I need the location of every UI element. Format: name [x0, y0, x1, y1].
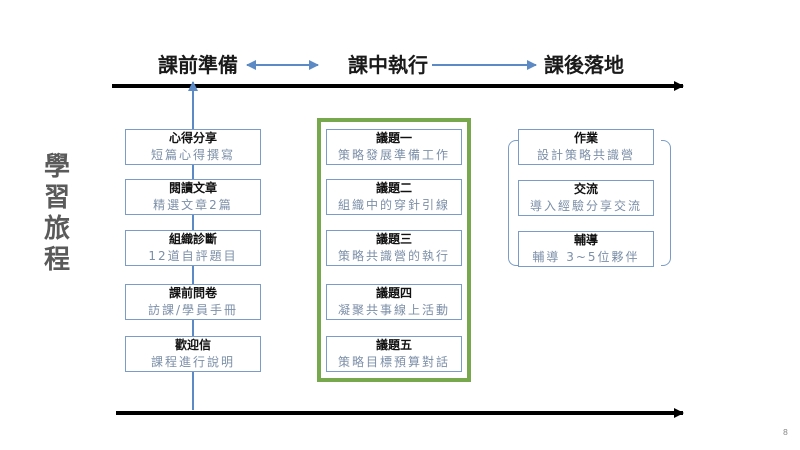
during-card-topic-4: 議題四 凝聚共事線上活動: [326, 284, 462, 320]
after-card-exchange: 交流 導入經驗分享交流: [518, 180, 654, 216]
card-title: 組織診斷: [168, 232, 217, 246]
card-subtitle: 課程進行說明: [150, 355, 235, 369]
card-subtitle: 短篇心得撰寫: [150, 148, 235, 162]
journey-title-char: 學: [43, 152, 70, 182]
after-right-brace: [661, 140, 671, 266]
phase-after-label: 課後落地: [544, 53, 624, 77]
journey-title: 學 習 旅 程: [40, 152, 74, 276]
during-card-topic-2: 議題二 組織中的穿針引線: [326, 179, 462, 215]
card-subtitle: 精選文章2篇: [153, 198, 233, 212]
card-title: 課前問卷: [168, 286, 217, 300]
during-card-topic-1: 議題一 策略發展準備工作: [326, 129, 462, 165]
card-subtitle: 訪課/學員手冊: [147, 303, 239, 317]
card-subtitle: 設計策略共識營: [536, 148, 635, 162]
card-subtitle: 策略發展準備工作: [337, 148, 450, 162]
before-card-reading: 閱讀文章 精選文章2篇: [125, 179, 261, 215]
card-title: 歡迎信: [174, 338, 211, 352]
during-card-topic-3: 議題三 策略共識營的執行: [326, 230, 462, 266]
journey-title-char: 習: [43, 183, 70, 213]
card-subtitle: 凝聚共事線上活動: [337, 303, 450, 317]
during-topics-frame: [317, 118, 471, 382]
card-subtitle: 策略共識營的執行: [337, 249, 450, 263]
card-title: 交流: [573, 182, 598, 196]
phase-during-label: 課中執行: [348, 53, 428, 77]
card-title: 心得分享: [168, 131, 217, 145]
card-title: 議題二: [375, 181, 412, 195]
after-card-homework: 作業 設計策略共識營: [518, 129, 654, 165]
during-card-topic-5: 議題五 策略目標預算對話: [326, 336, 462, 372]
card-subtitle: 輔導 3~5位夥伴: [532, 250, 640, 264]
card-subtitle: 12道自評題目: [148, 249, 238, 263]
journey-title-char: 程: [43, 245, 70, 275]
card-title: 議題一: [375, 131, 412, 145]
card-title: 議題五: [375, 338, 412, 352]
before-card-welcome: 歡迎信 課程進行說明: [125, 336, 261, 372]
card-title: 議題三: [375, 232, 412, 246]
before-card-diagnosis: 組織診斷 12道自評題目: [125, 230, 261, 266]
card-title: 議題四: [375, 286, 412, 300]
journey-title-char: 旅: [43, 214, 70, 244]
after-card-coaching: 輔導 輔導 3~5位夥伴: [518, 231, 654, 267]
card-subtitle: 策略目標預算對話: [337, 355, 450, 369]
after-left-brace: [508, 140, 518, 266]
before-card-reflection: 心得分享 短篇心得撰寫: [125, 129, 261, 165]
card-subtitle: 組織中的穿針引線: [337, 198, 450, 212]
card-subtitle: 導入經驗分享交流: [529, 199, 642, 213]
card-title: 輔導: [573, 233, 598, 247]
before-card-survey: 課前問卷 訪課/學員手冊: [125, 284, 261, 320]
page-number: 8: [782, 428, 788, 437]
phase-before-label: 課前準備: [158, 53, 238, 77]
card-title: 閱讀文章: [168, 181, 217, 195]
card-title: 作業: [573, 131, 598, 145]
